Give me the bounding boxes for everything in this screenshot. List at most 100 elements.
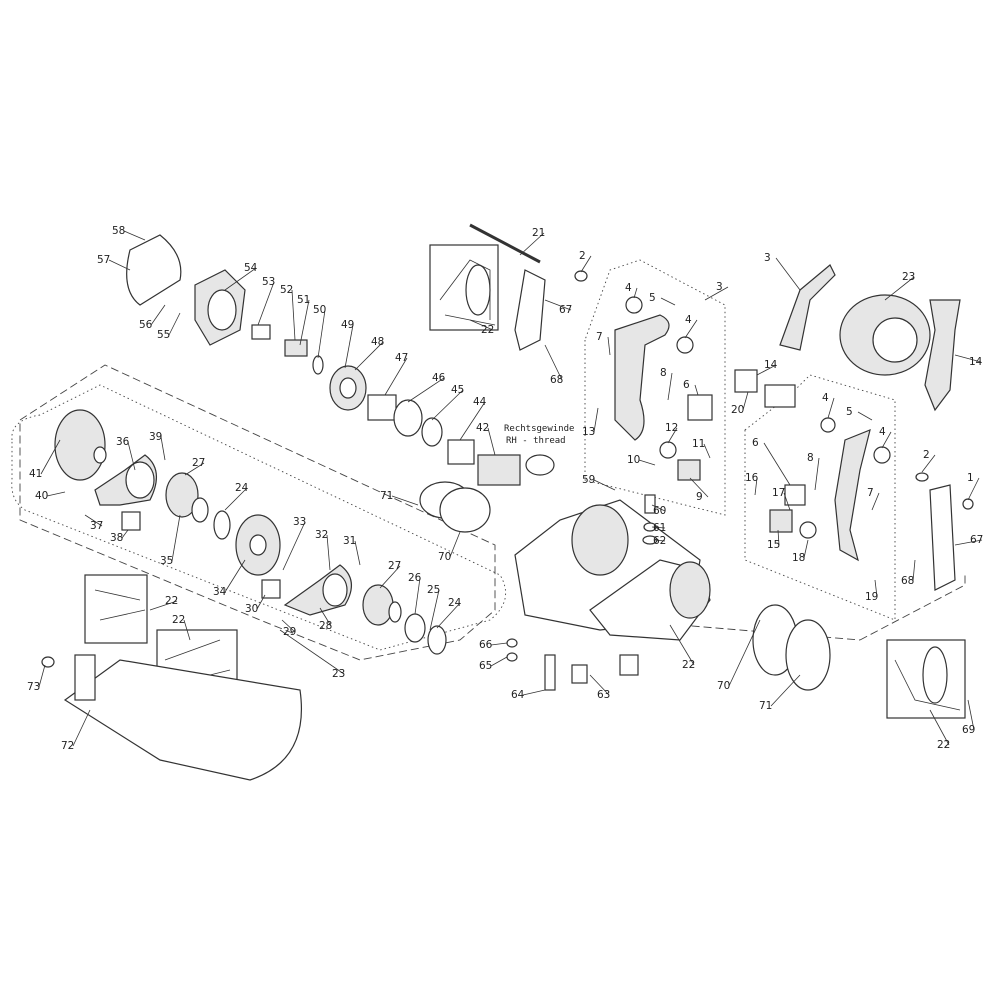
leader-line xyxy=(449,531,461,558)
inset-box-left-1 xyxy=(84,574,148,644)
leader-line xyxy=(354,540,361,566)
leader-line xyxy=(160,436,166,461)
leader-line xyxy=(874,579,878,598)
leader-line xyxy=(490,642,508,646)
leader-line xyxy=(770,674,801,707)
leader-line xyxy=(660,297,676,306)
part-callout-69: 69 xyxy=(962,724,975,736)
leader-line xyxy=(123,230,146,241)
part-callout-55: 55 xyxy=(157,329,170,341)
part-callout-4: 4 xyxy=(822,392,829,404)
leader-line xyxy=(929,709,950,746)
part-callout-9: 9 xyxy=(696,491,703,503)
part-callout-51: 51 xyxy=(297,294,310,306)
part-callout-16: 16 xyxy=(745,472,759,484)
leader-line xyxy=(522,689,546,696)
part-callout-12: 12 xyxy=(665,422,678,434)
leader-line xyxy=(257,281,275,326)
part-callout-14: 14 xyxy=(969,356,983,368)
leader-line xyxy=(742,391,749,411)
leader-line xyxy=(256,594,266,610)
part-callout-63: 63 xyxy=(597,689,610,701)
leader-line xyxy=(728,619,761,687)
part-callout-22: 22 xyxy=(937,739,950,751)
leader-line xyxy=(954,539,983,546)
part-callout-72: 72 xyxy=(61,740,74,752)
part-callout-22: 22 xyxy=(172,614,185,626)
leader-line xyxy=(654,539,666,542)
leader-line xyxy=(814,457,820,491)
thread-note-en: RH - thread xyxy=(506,436,566,446)
part-callout-64: 64 xyxy=(511,689,525,701)
part-callout-39: 39 xyxy=(149,431,162,443)
leader-line xyxy=(651,526,666,529)
part-callout-70: 70 xyxy=(717,680,730,692)
leader-line xyxy=(544,344,563,381)
part-callout-67: 67 xyxy=(970,534,983,546)
part-callout-50: 50 xyxy=(313,304,326,316)
part-callout-33: 33 xyxy=(293,516,306,528)
leader-line xyxy=(436,602,461,629)
part-callout-32: 32 xyxy=(315,529,328,541)
part-callout-19: 19 xyxy=(865,591,878,603)
shaft-42 xyxy=(477,454,521,486)
leader-line xyxy=(149,600,178,611)
leader-line xyxy=(317,309,326,359)
leader-line xyxy=(459,401,486,441)
leader-line xyxy=(754,477,758,496)
arm-right xyxy=(834,429,871,562)
part-callout-15: 15 xyxy=(767,539,780,551)
leader-line xyxy=(921,454,936,473)
leader-line xyxy=(684,319,698,339)
part-callout-2: 2 xyxy=(923,449,930,461)
part-callout-22: 22 xyxy=(165,595,178,607)
part-callout-42: 42 xyxy=(476,422,489,434)
part-callout-35: 35 xyxy=(160,555,173,567)
leader-line xyxy=(46,491,66,497)
leader-line xyxy=(391,495,419,506)
leader-line xyxy=(633,287,638,299)
leader-line xyxy=(84,514,103,527)
leader-line xyxy=(108,259,131,271)
part-callout-23: 23 xyxy=(332,668,345,680)
part-callout-2: 2 xyxy=(579,250,586,262)
leader-line xyxy=(704,286,729,301)
part-callout-31: 31 xyxy=(343,535,356,547)
part-callout-27: 27 xyxy=(192,457,205,469)
part-callout-73: 73 xyxy=(27,681,40,693)
leader-line xyxy=(783,492,791,511)
leader-line xyxy=(967,699,975,731)
part-callout-23: 23 xyxy=(902,271,915,283)
part-callout-4: 4 xyxy=(685,314,692,326)
part-callout-22: 22 xyxy=(682,659,695,671)
leader-line xyxy=(150,304,166,326)
leader-line xyxy=(379,565,401,589)
part-callout-13: 13 xyxy=(582,426,595,438)
leader-line xyxy=(967,477,980,501)
part-callout-40: 40 xyxy=(35,490,48,502)
leader-line xyxy=(857,411,873,421)
part-callout-3: 3 xyxy=(764,252,771,264)
part-callout-7: 7 xyxy=(596,331,603,343)
leader-line xyxy=(40,439,61,475)
part-callout-6: 6 xyxy=(683,379,690,391)
leader-line xyxy=(414,577,421,615)
leader-line xyxy=(282,521,306,571)
leader-line xyxy=(224,267,257,291)
part-callout-71: 71 xyxy=(380,490,393,502)
leader-line xyxy=(881,431,892,449)
leader-line xyxy=(281,619,296,633)
leader-line xyxy=(777,529,780,546)
part-callout-4: 4 xyxy=(625,282,632,294)
leader-line xyxy=(580,255,592,273)
part-callout-56: 56 xyxy=(139,319,153,331)
leader-line xyxy=(224,487,248,511)
leader-line xyxy=(354,341,384,371)
leader-line xyxy=(954,354,982,363)
part-callout-66: 66 xyxy=(479,639,493,651)
part-callout-47: 47 xyxy=(395,352,408,364)
leader-line xyxy=(544,299,572,311)
thread-note-de: Rechtsgewinde xyxy=(504,424,574,434)
leader-line xyxy=(607,336,611,356)
